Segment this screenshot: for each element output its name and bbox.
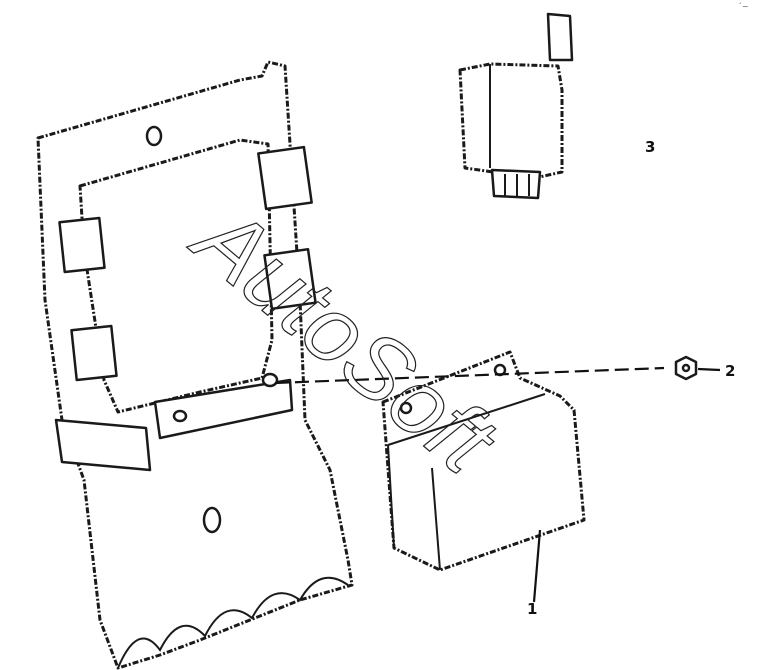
leader-line-2 — [697, 367, 721, 372]
leader-line-1 — [532, 529, 542, 603]
callout-label-3: 3 — [645, 138, 655, 156]
fastener-axis-line — [274, 366, 665, 385]
mounting-bracket — [36, 60, 354, 670]
nut-part-2 — [674, 355, 698, 381]
bracket-hole-lower — [202, 506, 222, 534]
callout-label-2: 2 — [725, 362, 735, 380]
control-unit-part-1 — [381, 350, 586, 572]
callout-label-1: 1 — [527, 600, 537, 618]
bracket-hole-top — [145, 125, 163, 147]
corner-mark: ´~ — [738, 1, 749, 11]
relay-part-3 — [458, 12, 574, 200]
